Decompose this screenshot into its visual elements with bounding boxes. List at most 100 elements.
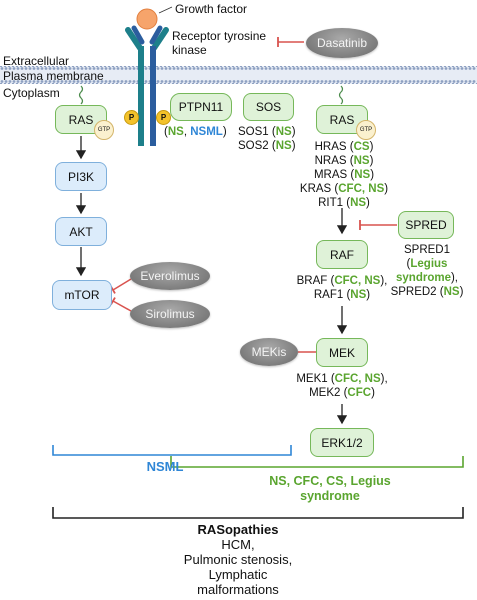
mek-mutations: MEK1 (CFC, NS), MEK2 (CFC)	[282, 372, 402, 400]
lipid-head	[156, 80, 160, 83]
lipid-head	[448, 80, 452, 83]
lipid-head	[244, 80, 248, 83]
lipid-head	[444, 80, 448, 83]
lipid-head	[292, 67, 296, 70]
lipid-head	[120, 67, 124, 70]
lipid-head	[160, 80, 164, 83]
rasopathies-line: HCM,	[221, 537, 255, 552]
ras-gene-close: )	[369, 155, 374, 167]
lipid-head	[20, 80, 24, 83]
lipid-head	[108, 80, 112, 83]
lipid-head	[348, 80, 352, 83]
lipid-head	[272, 80, 276, 83]
ras-gene-mutation: NS	[354, 169, 371, 181]
lipid-head	[296, 67, 300, 70]
ptpn11-label: PTPN11	[178, 100, 224, 114]
spred-mutations: SPRED1 (Legius syndrome), SPRED2 (NS)	[383, 243, 471, 299]
sos1-close: )	[291, 126, 296, 138]
lipid-head	[472, 67, 476, 70]
phosphate-left-label: P	[128, 113, 135, 122]
rasopathies-block: RASopathies HCM,Pulmonic stenosis,Lympha…	[138, 522, 338, 597]
lipid-head	[168, 67, 172, 70]
lipid-head	[440, 80, 444, 83]
lipid-head	[424, 67, 428, 70]
lipid-head	[92, 67, 96, 70]
spred-label: SPRED	[405, 218, 447, 232]
lipid-head	[288, 80, 292, 83]
ptpn11-mutations: (NS, NSML)	[164, 125, 227, 139]
gtp-left-label: GTP	[97, 127, 111, 133]
lipid-head	[408, 80, 412, 83]
lipid-head	[36, 67, 40, 70]
extracellular-label: Extracellular	[3, 54, 70, 68]
lipid-head	[100, 80, 104, 83]
lipid-head	[312, 67, 316, 70]
lipid-head	[368, 80, 372, 83]
lipid-head	[272, 67, 276, 70]
lipid-head	[20, 67, 24, 70]
spred1-open: (	[406, 258, 411, 270]
lipid-head	[188, 80, 192, 83]
ras-gene-line: MRAS (NS)	[296, 168, 392, 182]
everolimus-drug: Everolimus	[130, 262, 210, 290]
lipid-head	[60, 80, 64, 83]
rasopathies-line: Lymphatic	[208, 567, 268, 582]
lipid-head	[4, 67, 8, 70]
lipid-head	[328, 80, 332, 83]
lipid-head	[80, 80, 84, 83]
lipid-head	[464, 67, 468, 70]
lipid-head	[64, 80, 68, 83]
phosphate-right-label: P	[160, 113, 167, 122]
lipid-head	[468, 80, 472, 83]
erk-node: ERK1/2	[310, 428, 374, 457]
mek1-close: ),	[380, 373, 388, 385]
mtor-label: mTOR	[64, 288, 100, 302]
green-bracket-line2: syndrome	[300, 489, 360, 503]
mekis-label: MEKis	[251, 345, 287, 359]
sos-mutations: SOS1 (NS) SOS2 (NS)	[238, 125, 296, 153]
growth-factor-ball	[136, 8, 158, 30]
gtp-right: GTP	[356, 120, 376, 140]
lipid-head	[408, 67, 412, 70]
green-bracket-label: NS, CFC, CS, Legius syndrome	[215, 474, 445, 504]
lipid-head	[28, 80, 32, 83]
ptpn11-nsml: NSML	[190, 126, 223, 138]
pi3k-node: PI3K	[55, 162, 107, 191]
lipid-head	[284, 80, 288, 83]
lipid-head	[304, 67, 308, 70]
mek2-mut: CFC	[347, 387, 372, 399]
lipid-head	[324, 80, 328, 83]
lipid-head	[72, 80, 76, 83]
sirolimus-label: Sirolimus	[145, 307, 195, 321]
green-bracket	[170, 456, 464, 468]
gtp-right-label: GTP	[359, 127, 373, 133]
rtk-label-line1: Receptor tyrosine	[172, 29, 267, 43]
lipid-head	[428, 80, 432, 83]
erk-label: ERK1/2	[321, 435, 363, 450]
ptpn11-close: )	[222, 126, 227, 138]
lipid-head	[360, 67, 364, 70]
lipid-head	[164, 67, 168, 70]
ras-gene-close: )	[384, 183, 389, 195]
spred1-mut-b: syndrome	[396, 272, 451, 284]
lipid-head	[236, 67, 240, 70]
ras-gene-line: KRAS (CFC, NS)	[296, 182, 392, 196]
lipid-head	[456, 67, 460, 70]
lipid-head	[44, 80, 48, 83]
lipid-head	[468, 67, 472, 70]
lipid-head	[48, 80, 52, 83]
lipid-head	[28, 67, 32, 70]
lipid-head	[24, 67, 28, 70]
spred1-close: ),	[450, 272, 458, 284]
lipid-head	[396, 80, 400, 83]
lipid-head	[212, 80, 216, 83]
ras-gene-name: NRAS (	[314, 155, 354, 167]
braf-name: BRAF (	[296, 275, 335, 287]
lipid-head	[96, 80, 100, 83]
lipid-head	[416, 67, 420, 70]
ras-gene-mutation: NS	[353, 155, 370, 167]
raf1-name: RAF1 (	[313, 289, 351, 301]
lipid-head	[56, 80, 60, 83]
lipid-head	[276, 80, 280, 83]
mek2-line: MEK2 (CFC)	[282, 386, 402, 400]
